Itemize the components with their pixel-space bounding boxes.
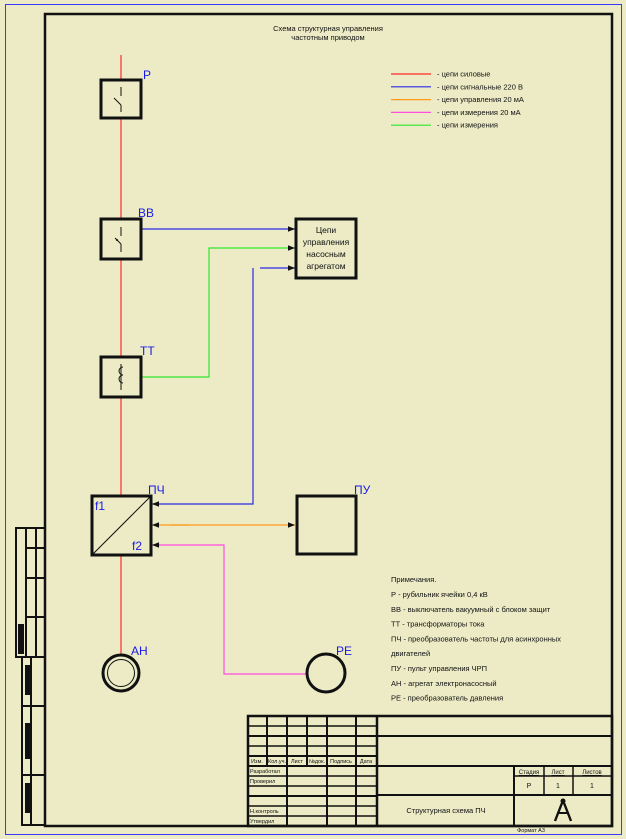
stamp-header-cell: Лист: [291, 759, 303, 765]
stamp-role-cell: Н.контроль: [250, 809, 279, 815]
label-f2: f2: [132, 539, 142, 553]
note-item: ПУ - пульт управления ЧРП: [391, 664, 487, 673]
control-text-2: управления: [303, 237, 350, 247]
stamp-format: Формат А3: [517, 828, 545, 834]
notes: Примечания. Р - рубильник ячейки 0,4 кВ В…: [391, 575, 561, 703]
measure-line-tt-control: [142, 245, 295, 378]
block-tt-transformer[interactable]: [99, 355, 143, 399]
note-item: Р - рубильник ячейки 0,4 кВ: [391, 590, 488, 599]
block-pu-panel[interactable]: [295, 494, 358, 556]
label-tt: ТТ: [140, 344, 155, 358]
compass-logo-icon: [553, 798, 573, 822]
legend-label: - цепи измерения: [437, 121, 498, 130]
label-pu: ПУ: [354, 483, 371, 497]
label-f1: f1: [95, 499, 105, 513]
legend-label: - цепи силовые: [437, 70, 490, 79]
note-item: АН - агрегат электронасосный: [391, 679, 497, 688]
stamp-headers: Изм. Кол.уч. Лист №док. Подпись Дата: [251, 759, 373, 765]
control-text-3: насосным: [306, 249, 346, 259]
block-pump-control[interactable]: [294, 217, 358, 280]
sheet-border: [5, 4, 622, 835]
stamp-header-cell: Изм.: [251, 759, 263, 765]
stamp-role-cell: Разработал: [250, 769, 280, 775]
stamp-role-cell: Проверил: [250, 779, 275, 785]
legend: - цепи силовые - цепи сигнальные 220 В - ц…: [391, 70, 524, 130]
note-item: ТТ - трансформаторы тока: [391, 620, 485, 629]
stamp-header-cell: №док.: [309, 759, 326, 765]
label-re: РЕ: [336, 644, 352, 658]
notes-heading: Примечания.: [391, 575, 436, 584]
stamp-header-cell: Дата: [360, 759, 373, 765]
drawing-frame: [43, 12, 614, 828]
note-item: РЕ - преобразователь давления: [391, 694, 503, 703]
diagram-title-line1: Схема структурная управления: [273, 24, 383, 33]
legend-label: - цепи измерения 20 мА: [437, 108, 521, 117]
note-item: ПЧ - преобразователь частоты для асинхро…: [391, 634, 561, 643]
measure20-line-re-pch: [152, 542, 307, 675]
block-p-switch[interactable]: [99, 78, 143, 120]
label-p: Р: [143, 68, 151, 82]
stamp-drawing-title: Структурная схема ПЧ: [406, 806, 485, 815]
title-block: [246, 714, 614, 828]
block-an-pump[interactable]: [101, 653, 141, 693]
control-text-4: агрегатом: [306, 261, 345, 271]
block-vv-breaker[interactable]: [99, 217, 143, 261]
note-item: ВВ - выключатель вакуумный с блоком защи…: [391, 605, 551, 614]
stamp-stage-value: Р: [527, 783, 532, 790]
stamp-role-cell: Утвердил: [250, 819, 274, 825]
stamp-header-cell: Подпись: [330, 759, 352, 765]
label-an: АН: [131, 644, 148, 658]
legend-label: - цепи сигнальные 220 В: [437, 82, 523, 91]
stamp-sheet-value: 1: [556, 783, 560, 790]
stamp-header-cell: Кол.уч.: [268, 759, 286, 765]
block-pch-converter[interactable]: [90, 494, 153, 557]
legend-label: - цепи управления 20 мА: [437, 95, 524, 104]
signal-line-control-pch: [152, 268, 254, 507]
control-text-1: Цепи: [316, 225, 337, 235]
diagram-title-line2: частотным приводом: [291, 33, 364, 42]
stamp-sheet-header: Лист: [551, 770, 564, 776]
stamp-stage-header: Стадия: [519, 770, 539, 776]
stamp-sheets-value: 1: [590, 783, 594, 790]
binding-strip: [15, 527, 46, 826]
label-pch: ПЧ: [148, 483, 165, 497]
stamp-sheets-header: Листов: [582, 770, 602, 776]
label-vv: ВВ: [138, 206, 154, 220]
block-re-sensor[interactable]: [305, 652, 347, 694]
binding-strip-marks: [18, 624, 30, 813]
note-item: двигателей: [391, 649, 430, 658]
